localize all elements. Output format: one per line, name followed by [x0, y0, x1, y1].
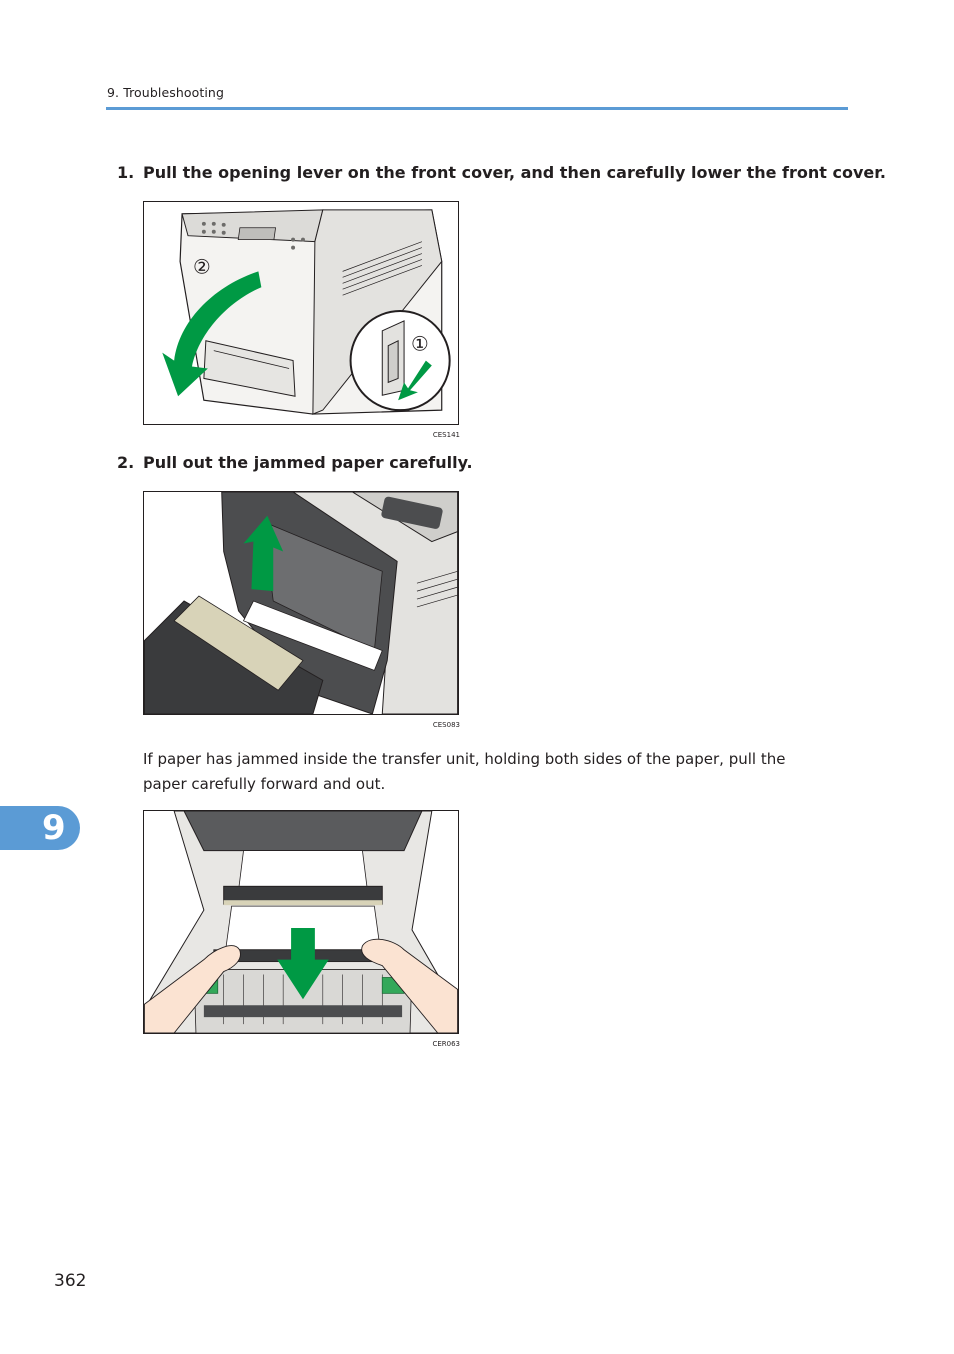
figure-2-code: CES083 — [432, 721, 460, 729]
header-rule — [106, 107, 848, 110]
step-1: 1. Pull the opening lever on the front co… — [117, 163, 886, 182]
step-1-text: Pull the opening lever on the front cove… — [143, 163, 886, 182]
running-header: 9. Troubleshooting — [107, 85, 224, 100]
figure-1-code: CES141 — [432, 431, 460, 439]
jammed-paper-illustration — [144, 492, 458, 714]
step-2-number: 2. — [117, 453, 135, 472]
figure-3-code: CER063 — [432, 1040, 460, 1048]
chapter-tab-number: 9 — [42, 808, 66, 848]
transfer-unit-instruction: If paper has jammed inside the transfer … — [143, 750, 786, 793]
callout-1: ① — [411, 333, 429, 356]
step-1-number: 1. — [117, 163, 135, 182]
step-2: 2. Pull out the jammed paper carefully. — [117, 453, 473, 472]
figure-pull-jammed-paper — [143, 491, 459, 715]
callout-2: ② — [193, 255, 211, 278]
chapter-tab: 9 — [0, 806, 80, 850]
page-number: 362 — [54, 1271, 87, 1291]
printer-front-cover-illustration: ② ① — [162, 209, 451, 415]
figure-pull-paper-from-transfer-unit — [143, 810, 459, 1034]
transfer-unit-paper-illustration — [144, 811, 458, 1033]
figure-open-front-cover: ② ① — [143, 201, 459, 425]
step-2-text: Pull out the jammed paper carefully. — [143, 453, 473, 472]
